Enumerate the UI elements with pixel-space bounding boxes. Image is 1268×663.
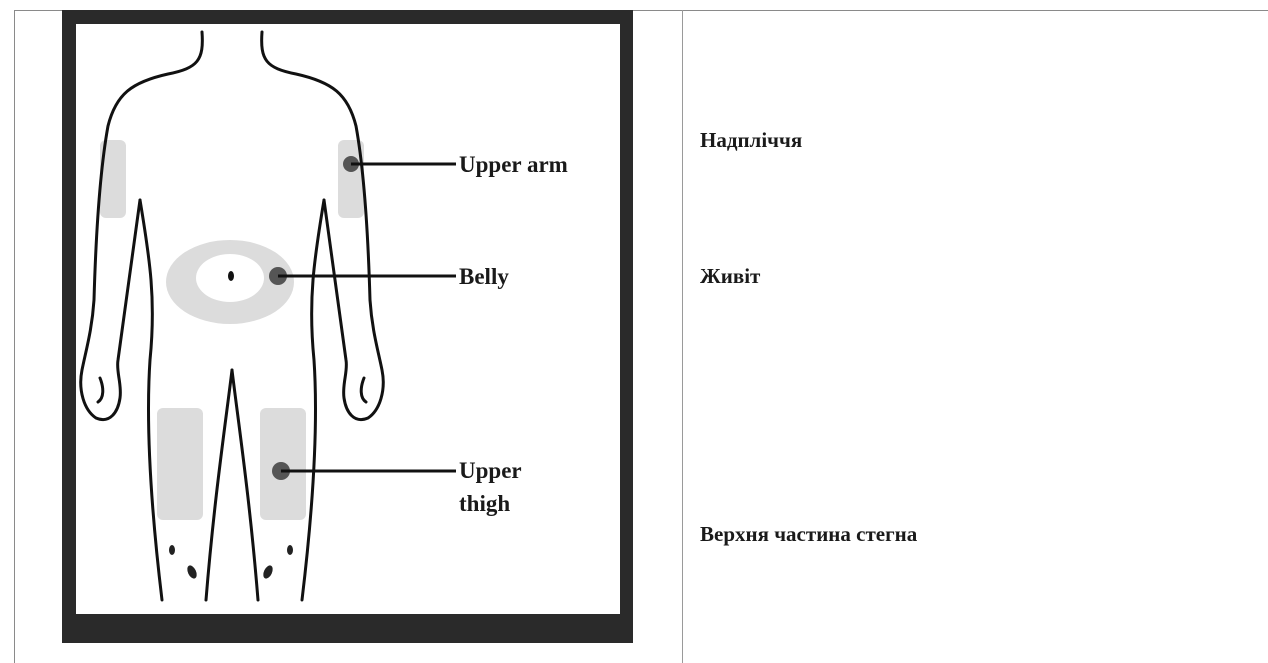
translation-upper-thigh: Верхня частина стегна <box>700 522 917 547</box>
label-upper-thigh-line1: Upper <box>459 456 522 485</box>
upper-thigh-zone-left <box>157 408 203 520</box>
label-upper-thigh-line2: thigh <box>459 489 510 518</box>
label-belly: Belly <box>459 262 509 291</box>
translation-upper-arm: Надпліччя <box>700 128 802 153</box>
pointer-belly <box>269 267 456 285</box>
navel-mark <box>228 271 234 281</box>
knee-marks <box>169 545 293 580</box>
label-upper-arm: Upper arm <box>459 150 568 179</box>
translation-belly: Живіт <box>700 264 760 289</box>
